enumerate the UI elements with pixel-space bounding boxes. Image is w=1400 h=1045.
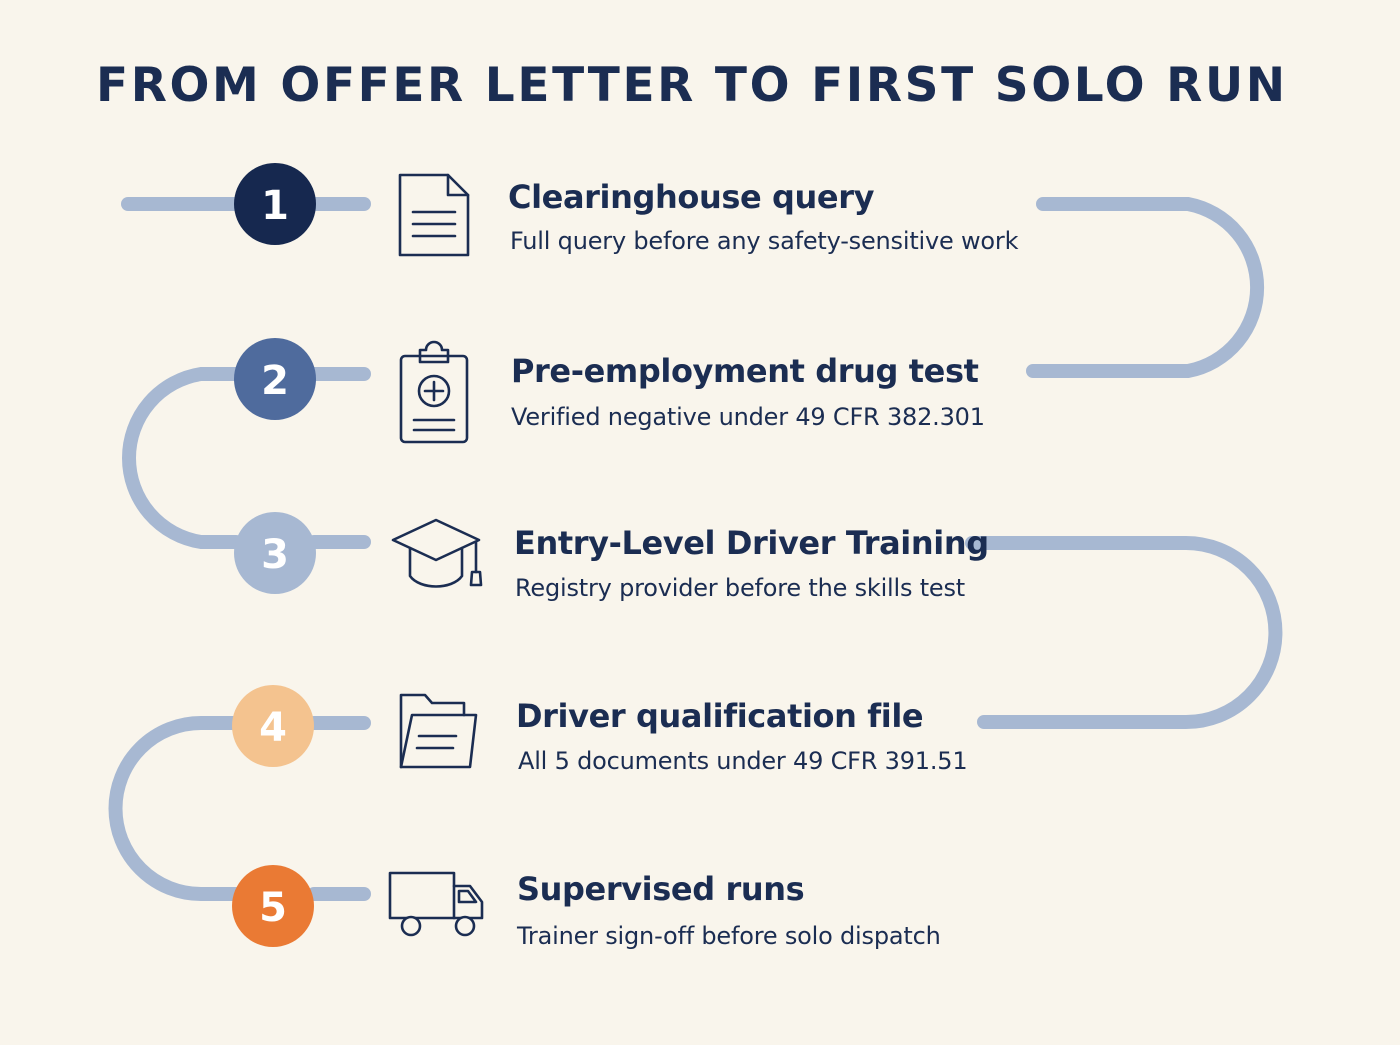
connector-right-loop-1 [1026,197,1265,378]
step-title-4: Driver qualification file [516,697,924,735]
step-description-4: All 5 documents under 49 CFR 391.51 [518,747,968,775]
step-title-2: Pre-employment drug test [511,352,979,390]
connector-left-loop-1 [122,367,243,549]
step-circle-1: 1 [234,163,316,245]
step-description-3: Registry provider before the skills test [515,574,966,602]
step-title-3: Entry-Level Driver Training [514,524,989,562]
step-description-2: Verified negative under 49 CFR 382.301 [511,403,985,431]
document-icon [398,173,470,257]
connector-left-loop-2 [108,716,243,901]
step-circle-5: 5 [232,865,314,947]
truck-icon [388,871,484,937]
step-description-1: Full query before any safety-sensitive w… [510,227,1019,255]
step-number-4: 4 [259,705,287,751]
step-title-1: Clearinghouse query [508,178,875,216]
step-number-5: 5 [259,885,287,931]
page-title: FROM OFFER LETTER TO FIRST SOLO RUN [96,58,1288,113]
step-number-2: 2 [261,358,289,404]
step-number-3: 3 [261,532,289,578]
graduation-cap-icon [391,518,483,588]
connector-right-loop-2 [965,536,1283,729]
step-circle-4: 4 [232,685,314,767]
step-circle-3: 3 [234,512,316,594]
clipboard-medical-icon [399,340,469,444]
step-title-5: Supervised runs [517,870,805,908]
step-description-5: Trainer sign-off before solo dispatch [517,922,941,950]
folder-icon [399,693,478,769]
step-number-1: 1 [261,183,289,229]
step-circle-2: 2 [234,338,316,420]
